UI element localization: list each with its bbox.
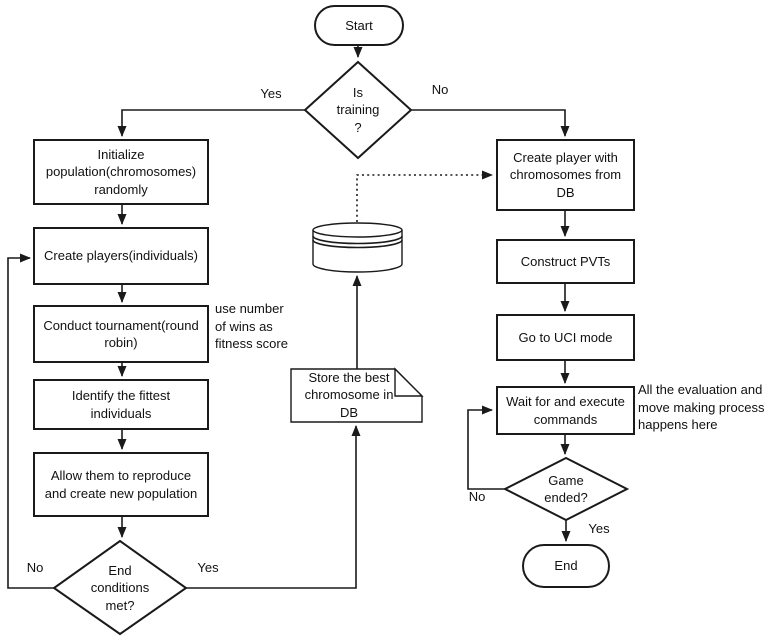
game-ended-decision [502, 456, 630, 522]
end-label: End [554, 558, 578, 574]
construct-pvts-box [496, 239, 635, 284]
end-terminator [522, 544, 610, 588]
game-ended-yes-label: Yes [588, 521, 610, 536]
fitness-score-note: use number of wins as fitness score [215, 301, 288, 352]
identify-fittest-label: Identify the fittest individuals [71, 388, 171, 421]
allow-reproduce-box [33, 452, 209, 517]
is-training-no-label: No [431, 82, 449, 97]
is-training-decision [303, 60, 413, 160]
go-uci-box [496, 314, 635, 361]
edge-is-training-yes [117, 109, 305, 137]
evaluation-note: All the evaluation and move making proce… [638, 382, 765, 433]
start-terminator [314, 5, 404, 46]
identify-fittest-box [33, 379, 209, 430]
create-players-box [33, 227, 209, 285]
initialize-population-label: Initialize population(chromosomes) rando… [45, 147, 197, 197]
create-player-db-box [496, 139, 635, 211]
store-chromosome-label: Store the best chromosome in DB [304, 370, 394, 420]
edge-game-ended-no-loop [467, 405, 505, 490]
game-ended-no-label: No [468, 489, 486, 504]
connectors [7, 45, 571, 589]
is-training-yes-label: Yes [260, 86, 282, 101]
game-ended-label: Game ended? [544, 472, 588, 505]
wait-execute-box [496, 386, 635, 435]
is-training-label: Is training ? [336, 85, 380, 135]
conduct-tournament-label: Conduct tournament(round robin) [43, 317, 199, 350]
conduct-tournament-box [33, 305, 209, 363]
store-chromosome-document [290, 367, 424, 423]
wait-execute-label: Wait for and execute commands [506, 394, 625, 427]
end-conditions-label: End conditions met? [90, 563, 150, 613]
edge-end-conditions-no-loop [7, 253, 54, 589]
go-uci-label: Go to UCI mode [518, 329, 613, 345]
create-players-label: Create players(individuals) [44, 248, 198, 264]
edge-is-training-no [411, 109, 570, 137]
construct-pvts-label: Construct PVTs [520, 253, 611, 269]
create-player-db-label: Create player with chromosomes from DB [509, 150, 622, 200]
allow-reproduce-label: Allow them to reproduce and create new p… [44, 468, 198, 501]
end-conditions-decision [52, 539, 188, 636]
edge-database-to-create-player-dotted [356, 170, 493, 222]
end-conditions-no-label: No [26, 560, 44, 575]
database-cylinder-icon [312, 222, 403, 273]
edge-end-conditions-yes [186, 425, 361, 589]
start-label: Start [345, 17, 373, 33]
initialize-population-box [33, 139, 209, 205]
end-conditions-yes-label: Yes [197, 560, 219, 575]
